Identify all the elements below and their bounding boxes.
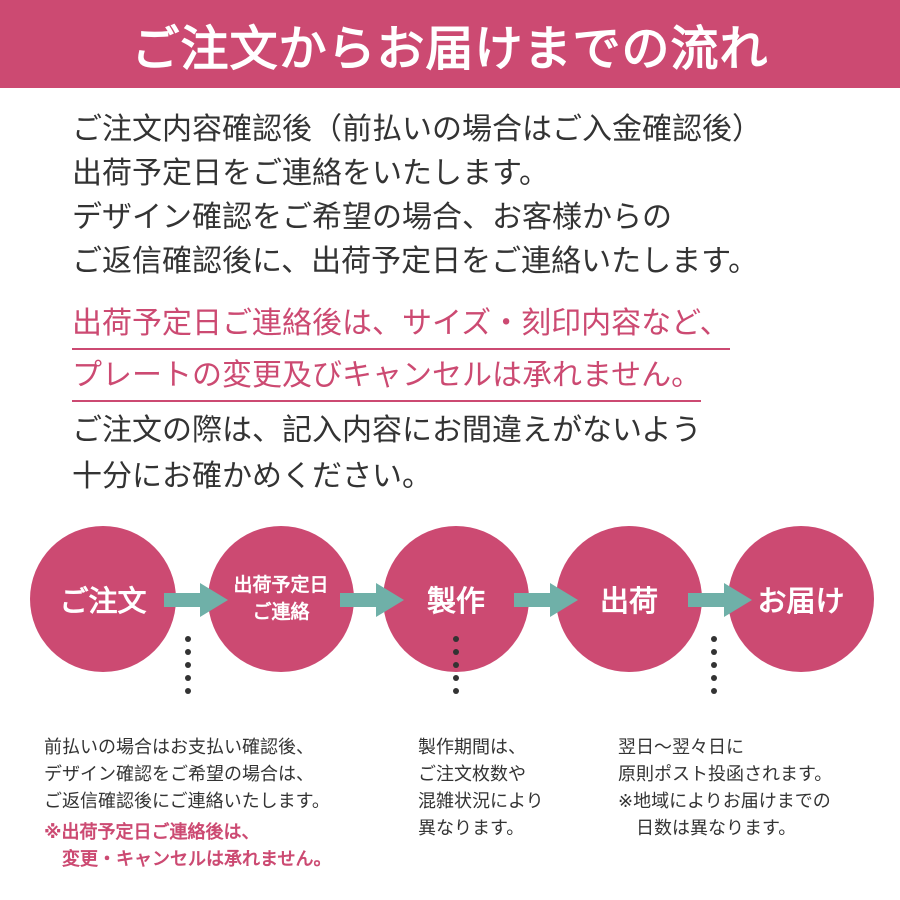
check-line: 十分にお確かめください。 (72, 459, 432, 494)
note-line: 異なります。 (418, 818, 525, 839)
note-line: 混雑状況により (418, 791, 544, 812)
note-line: 原則ポスト投函されます。 (618, 764, 833, 785)
intro-line: デザイン確認をご希望の場合、お客様からの (72, 200, 672, 235)
step-contact-line2: ご連絡 (252, 601, 310, 623)
note-line: ※地域によりお届けまでの (618, 791, 831, 812)
dotted-connector (711, 636, 717, 701)
check-text: ご注文の際は、記入内容にお間違えがないよう 十分にお確かめください。 (72, 408, 701, 500)
intro-line: 出荷予定日をご連絡をいたします。 (72, 156, 549, 191)
step-shipping-label: 出荷 (599, 584, 658, 618)
note-line: ご注文枚数や (418, 764, 526, 785)
right-arrow-icon (688, 583, 752, 617)
step-contact-line1: 出荷予定日 (233, 574, 329, 596)
page-title: ご注文からお届けまでの流れ (131, 21, 769, 77)
note-line: 日数は異なります。 (618, 818, 797, 839)
note-confirm: 前払いの場合はお支払い確認後、 デザイン確認をご希望の場合は、 ご返信確認後にご… (44, 734, 331, 873)
note-line: 前払いの場合はお支払い確認後、 (44, 737, 314, 758)
step-production: 製作 (383, 526, 529, 672)
warning-line: プレートの変更及びキャンセルは承れません。 (72, 354, 702, 402)
check-line: ご注文の際は、記入内容にお間違えがないよう (72, 413, 702, 448)
note-line: ご返信確認後にご連絡いたします。 (44, 791, 330, 812)
note-warning-line: ※出荷予定日ご連絡後は、 (44, 822, 260, 843)
step-shipping: 出荷 (556, 526, 702, 672)
dotted-connector (185, 636, 191, 701)
step-contact: 出荷予定日 ご連絡 (208, 526, 354, 672)
step-order: ご注文 (30, 526, 176, 672)
note-line: 翌日〜翌々日に (618, 737, 744, 758)
warning-line: 出荷予定日ご連絡後は、サイズ・刻印内容など、 (72, 302, 730, 350)
note-shipping: 翌日〜翌々日に 原則ポスト投函されます。 ※地域によりお届けまでの 日数は異なり… (618, 734, 832, 842)
note-warning-line: 変更・キャンセルは承れません。 (44, 849, 332, 870)
right-arrow-icon (340, 583, 404, 617)
title-banner: ご注文からお届けまでの流れ (0, 0, 900, 88)
intro-line: ご注文内容確認後（前払いの場合はご入金確認後） (72, 112, 762, 147)
warning-text: 出荷予定日ご連絡後は、サイズ・刻印内容など、 プレートの変更及びキャンセルは承れ… (72, 302, 730, 406)
step-order-label: ご注文 (59, 584, 147, 618)
note-line: デザイン確認をご希望の場合は、 (44, 764, 314, 785)
right-arrow-icon (164, 583, 228, 617)
intro-text: ご注文内容確認後（前払いの場合はご入金確認後） 出荷予定日をご連絡をいたします。… (72, 108, 762, 284)
dotted-connector (453, 636, 459, 701)
note-line: 製作期間は、 (418, 737, 526, 758)
step-production-label: 製作 (426, 584, 485, 618)
note-production: 製作期間は、 ご注文枚数や 混雑状況により 異なります。 (418, 734, 544, 842)
right-arrow-icon (514, 583, 578, 617)
step-delivery-label: お届け (757, 584, 845, 618)
step-delivery: お届け (728, 526, 874, 672)
intro-line: ご返信確認後に、出荷予定日をご連絡いたします。 (72, 244, 759, 279)
